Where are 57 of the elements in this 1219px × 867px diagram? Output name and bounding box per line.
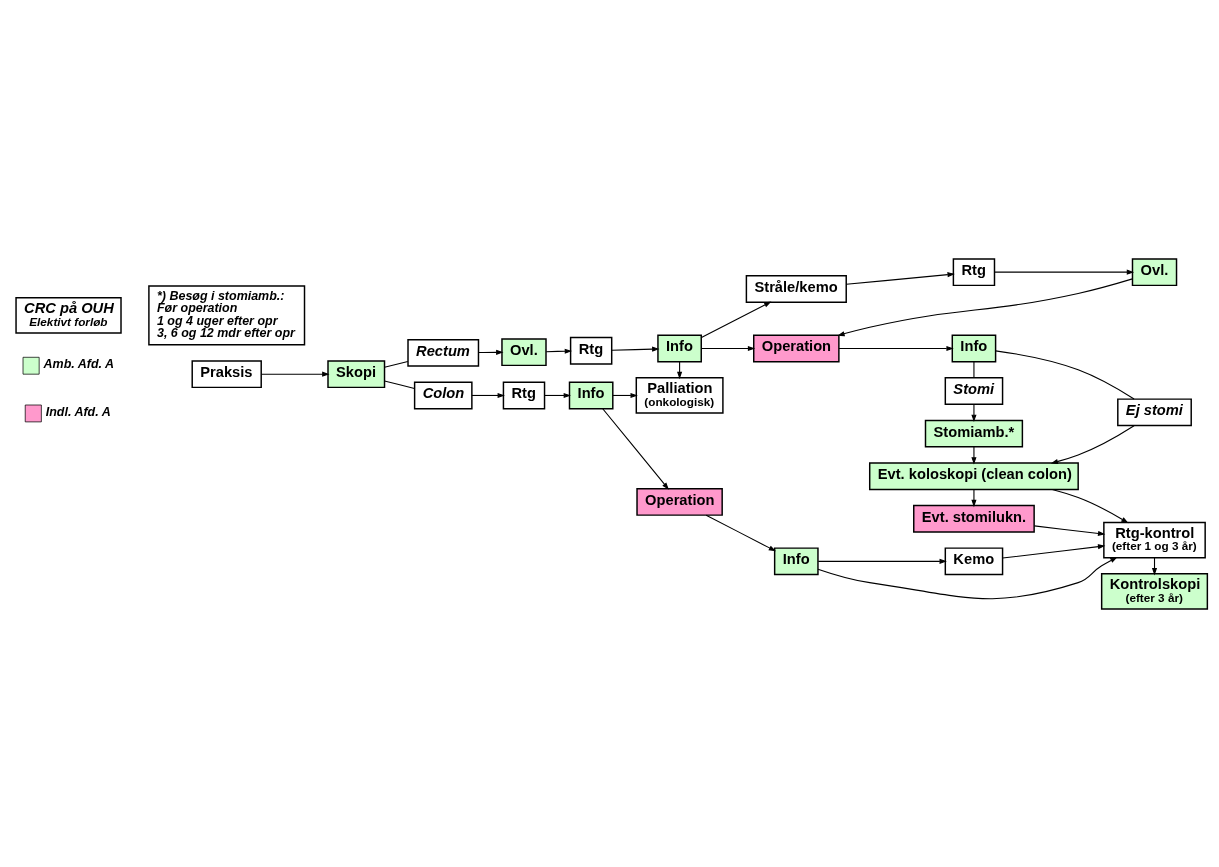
arrow [260,371,330,377]
connector [995,349,1135,400]
node-box: Info [568,381,614,409]
node-box: Ovl. [501,337,547,366]
arrow [477,349,504,355]
arrow [700,345,756,351]
node-box: Operation [753,334,840,362]
node-box: Ovl. [1131,257,1178,286]
node-box: Info [951,334,997,362]
arrow [971,403,977,422]
node-box: Rtg-kontrol (efter 1 og 3 år) [1103,521,1206,558]
node-box: Palliation (onkologisk) [635,376,724,414]
arrow [971,445,977,465]
connector [383,379,415,389]
node-box: Stomi [944,376,1004,405]
node-box: Info [657,334,702,362]
node-box: Stråle/kemo [745,274,847,303]
node-box: Rtg [502,381,546,409]
arrow [971,488,977,507]
node-box: Rectum [407,338,480,367]
arrow [837,277,1133,336]
arrow [544,392,571,398]
node-box: Kontrolskopi (efter 3 år) [1100,572,1209,610]
node-box: Rtg [569,336,613,365]
node-box: Operation [636,487,723,516]
arrow [611,346,660,352]
arrow [1051,488,1129,523]
legend-label: Amb. Afd. A [43,356,114,371]
legend-label: Indl. Afd. A [45,404,111,419]
arrow [602,407,669,490]
arrow [1002,543,1106,559]
node-box: Praksis [191,359,262,388]
node-box: Evt. stomilukn. [913,504,1035,533]
connector [973,360,975,378]
node-box: Kemo [944,546,1004,575]
node-box: CRC på OUH Elektivt forløb [15,296,122,334]
node-box: Info [773,546,819,575]
node-box: *) Besøg i stomiamb.: Før operation 1 og 4 uger efter opr 3, 6 og 12 mdr efter opr [148,284,306,346]
arrow [1033,524,1106,536]
arrow [845,271,955,285]
arrow [700,301,772,338]
arrow [705,514,777,551]
arrow [838,345,954,351]
node-box: Ej stomi [1117,397,1192,426]
arrow [817,556,1118,599]
arrow [545,348,573,354]
node-box: Rtg [952,257,996,286]
arrow [817,558,947,564]
connector [383,360,409,368]
arrow [677,360,683,379]
arrow [471,392,505,398]
arrow [1050,424,1135,464]
node-box: Colon [413,381,473,409]
node-box: Skopi [327,359,386,388]
arrow [993,269,1135,275]
node-box: Evt. koloskopi (clean colon) [868,461,1079,490]
node-box: Stomiamb.* [924,419,1024,448]
